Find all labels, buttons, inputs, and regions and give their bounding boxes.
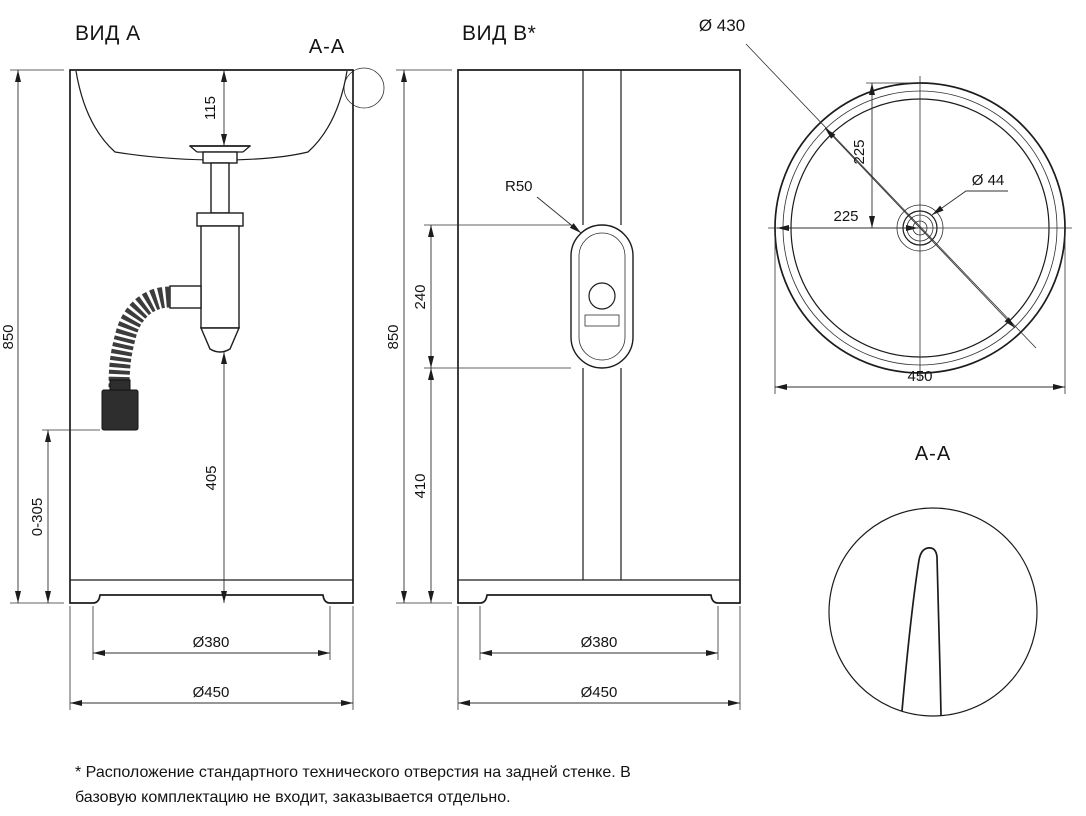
wall-connector <box>101 389 139 431</box>
view-b-title: ВИД В* <box>462 22 536 45</box>
dim-225-vertical: 225 <box>851 82 920 228</box>
detail-circle <box>828 507 1038 717</box>
callout-r50: R50 <box>505 178 582 234</box>
trap-bottom-cup <box>199 327 241 353</box>
dim-850-view-b: 850 <box>385 69 452 604</box>
slot-inner <box>578 232 626 361</box>
slot-outer <box>570 224 634 369</box>
dim-label-850: 850 <box>0 324 17 349</box>
dim-label-405: 405 <box>203 465 220 490</box>
dim-44: Ø 44 <box>931 172 1008 216</box>
view-b: ВИД В* R50 850 <box>385 22 741 710</box>
leader-line <box>745 43 1037 349</box>
trap-cap-nut <box>196 212 244 227</box>
dim-label-450: Ø450 <box>193 684 230 701</box>
radius-label-r50: R50 <box>505 178 533 195</box>
dim-label-225-horizontal: 225 <box>833 208 858 225</box>
dim-405: 405 <box>203 352 227 603</box>
dim-label-240: 240 <box>412 284 429 309</box>
dim-380-view-a: Ø380 <box>92 606 331 660</box>
drain-assembly <box>101 145 251 431</box>
dim-225-horizontal: 225 <box>777 208 918 231</box>
dim-label-430: Ø 430 <box>699 16 745 35</box>
view-a-title: ВИД А <box>75 22 141 45</box>
section-aa: A-A <box>828 443 1038 717</box>
base-skirt <box>457 594 741 604</box>
dim-label-380: Ø380 <box>193 634 230 651</box>
view-a: ВИД А A-A 115 <box>0 22 385 710</box>
service-slot <box>570 224 634 369</box>
footnote: * Расположение стандартного технического… <box>75 764 631 806</box>
dim-410: 410 <box>412 368 434 603</box>
dim-450-view-a: Ø450 <box>69 606 354 710</box>
dim-label-380: Ø380 <box>581 634 618 651</box>
dim-850-view-a: 850 <box>0 69 64 604</box>
drain-tailpipe <box>210 162 230 214</box>
dim-label-850: 850 <box>385 324 402 349</box>
dim-label-410: 410 <box>412 473 429 498</box>
trap-body <box>200 225 240 329</box>
footnote-line-1: * Расположение стандартного технического… <box>75 764 631 781</box>
dim-label-115: 115 <box>202 96 219 120</box>
base-skirt <box>69 594 354 604</box>
dim-0-305: 0-305 <box>29 429 100 603</box>
corrugated-hose <box>108 286 171 393</box>
dim-450-top-view: 450 <box>774 232 1066 394</box>
dim-label-225-vertical: 225 <box>851 139 868 164</box>
drain-flange-edge <box>189 145 251 153</box>
dim-label-0-305: 0-305 <box>29 498 46 536</box>
section-aa-title: A-A <box>915 443 951 465</box>
dim-line <box>824 127 1016 329</box>
drain-nut <box>202 151 238 164</box>
dim-label-450: 450 <box>907 368 932 385</box>
dim-380-view-b: Ø380 <box>479 606 719 660</box>
dim-430: Ø 430 <box>699 16 1037 349</box>
top-view: Ø 430 Ø 44 225 225 450 <box>699 16 1072 394</box>
section-cut-circle <box>343 67 385 109</box>
dim-label-44: Ø 44 <box>972 172 1005 189</box>
outlet-nut <box>169 285 202 309</box>
wall-section-profile <box>901 547 942 716</box>
dim-label-450: Ø450 <box>581 684 618 701</box>
dim-240: 240 <box>412 224 571 369</box>
slot-hole-circle <box>588 282 616 310</box>
footnote-line-2: базовую комплектацию не входит, заказыва… <box>75 789 511 806</box>
leader-line <box>931 190 1008 216</box>
dim-115: 115 <box>202 70 227 146</box>
dim-450-view-b: Ø450 <box>457 606 741 710</box>
leader-line <box>536 196 582 234</box>
view-a-section-mark-label: A-A <box>309 36 345 58</box>
slot-clamp <box>584 314 620 327</box>
